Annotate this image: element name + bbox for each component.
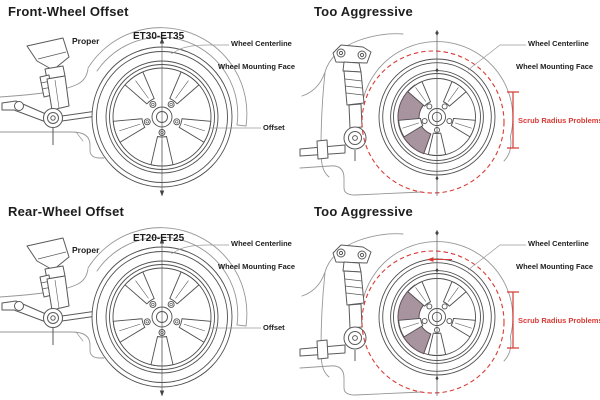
rear-aggressive-scrub-radius-label: Scrub Radius Problems [518, 316, 600, 325]
front-aggressive-title: Too Aggressive [314, 4, 413, 19]
front-proper-offset-label: Offset [263, 123, 285, 132]
rear-aggressive-wheel-centerline-label: Wheel Centerline [528, 239, 589, 248]
rear-proper-offset-spec: ET20-ET25 [133, 233, 185, 244]
rear-aggressive-title: Too Aggressive [314, 204, 413, 219]
front-proper-wheel-mounting-face-label: Wheel Mounting Face [218, 62, 296, 71]
rear-proper-wheel-centerline-label: Wheel Centerline [231, 239, 292, 248]
front-aggressive-scrub-radius-label: Scrub Radius Problems [518, 116, 600, 125]
front-aggressive-wheel-centerline-label: Wheel Centerline [528, 39, 589, 48]
rear-proper-wheel-mounting-face-label: Wheel Mounting Face [218, 262, 296, 271]
rear-proper-offset-label: Offset [263, 323, 285, 332]
rear-proper-title: Rear-Wheel Offset [8, 204, 125, 219]
rear-aggressive-wheel-mounting-face-label: Wheel Mounting Face [516, 262, 594, 271]
front-aggressive-wheel-mounting-face-label: Wheel Mounting Face [516, 62, 594, 71]
front-proper-wheel-centerline-label: Wheel Centerline [231, 39, 292, 48]
front-proper-offset-spec: ET30-ET35 [133, 31, 185, 42]
front-proper-condition-label: Proper [72, 36, 100, 46]
rear-proper-condition-label: Proper [72, 245, 100, 255]
front-proper-title: Front-Wheel Offset [8, 4, 129, 19]
